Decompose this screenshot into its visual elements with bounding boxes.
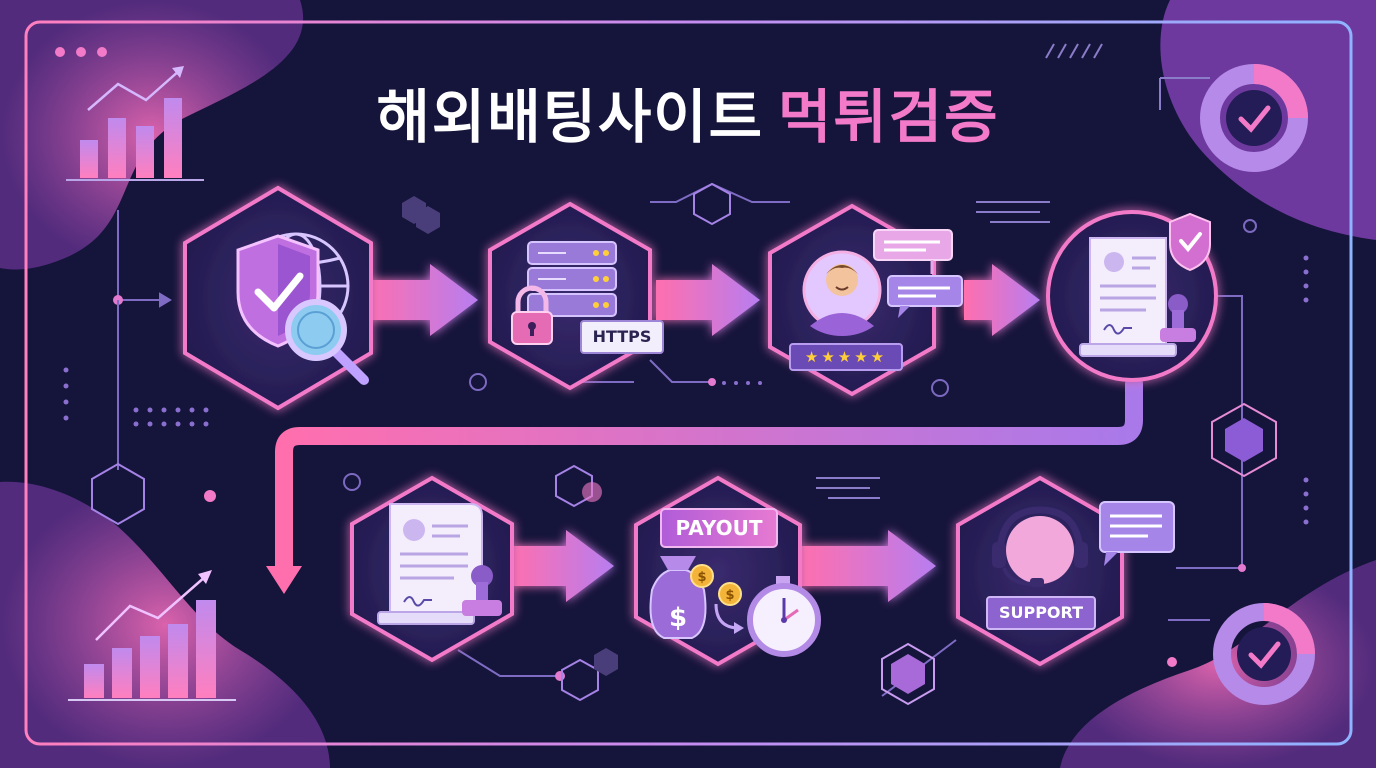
step-hexagon-domain-check	[183, 185, 373, 411]
support-badge: SUPPORT	[986, 596, 1096, 630]
chat-bubble-icon	[1099, 501, 1175, 566]
arrow-icon	[364, 264, 478, 336]
magnifier-icon	[285, 299, 369, 385]
donut-check-icon	[1200, 64, 1308, 172]
stamp-icon	[462, 565, 502, 616]
decor-lines	[816, 43, 1210, 499]
arrow-icon	[510, 530, 614, 602]
frame-border	[24, 20, 1353, 746]
contract-document-icon	[377, 503, 483, 625]
flow-path-arrowhead	[266, 566, 302, 594]
coin-icon: $ $	[690, 564, 744, 634]
rating-stars: ★★★★★	[789, 343, 903, 371]
svg-text:$: $	[697, 570, 706, 585]
dot-grid	[63, 255, 1309, 525]
bar-chart-icon	[68, 570, 236, 701]
title-highlight: 먹튀검증	[778, 83, 1000, 151]
svg-text:$: $	[725, 588, 734, 603]
flow-path	[275, 375, 1143, 583]
dot-icon	[55, 47, 65, 57]
arrow-icon	[800, 530, 936, 602]
step-hexagon-customer-support	[956, 475, 1175, 667]
stamp-icon	[1160, 294, 1196, 342]
money-bag-icon: $	[649, 556, 707, 639]
blob-bottom-left	[0, 481, 330, 768]
arrow-icon	[656, 264, 760, 336]
dot-icon	[97, 47, 107, 57]
decor-hex-cluster	[402, 196, 618, 676]
title-main: 해외배팅사이트	[376, 83, 765, 151]
server-icon	[527, 241, 617, 317]
step-hexagon-license-verification	[1046, 210, 1218, 382]
lock-icon	[511, 285, 553, 345]
chat-bubble-icon	[873, 229, 963, 318]
donut-check-icon	[1213, 603, 1315, 705]
step-hexagon-payout-speed: $ $ $	[634, 475, 821, 667]
decor-circles	[343, 219, 1257, 491]
arrow-icon	[964, 264, 1040, 336]
document-icon	[1079, 237, 1177, 357]
step-hexagon-terms-review	[350, 475, 514, 663]
shield-check-icon	[1169, 212, 1211, 272]
https-badge: HTTPS	[580, 320, 664, 354]
headset-icon	[992, 506, 1088, 587]
svg-text:$: $	[669, 603, 687, 633]
step-hexagon-server-security	[488, 201, 652, 391]
bar-chart-icon	[66, 66, 204, 181]
payout-badge: PAYOUT	[660, 508, 778, 548]
decor-dots	[204, 482, 1177, 667]
dot-icon	[76, 47, 86, 57]
user-avatar-icon	[802, 250, 882, 336]
stopwatch-icon	[747, 576, 821, 657]
